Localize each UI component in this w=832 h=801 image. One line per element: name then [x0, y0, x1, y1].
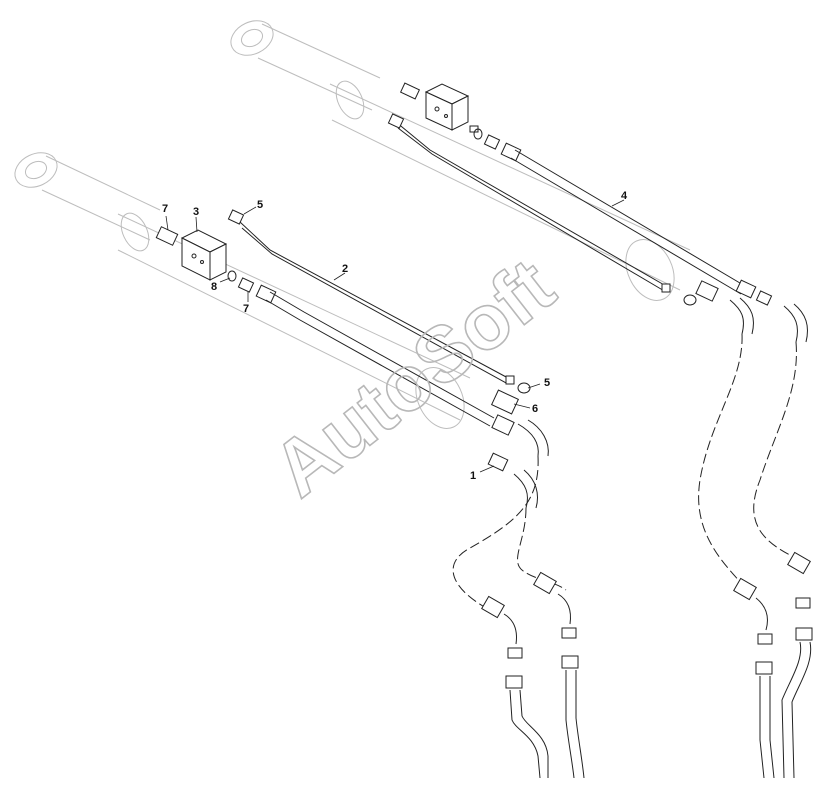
callout-6: 6 [532, 403, 538, 415]
callout-5-upper: 5 [257, 199, 263, 211]
lower-cylinder [14, 152, 471, 429]
upper-assembly [387, 82, 808, 343]
callout-3: 3 [193, 206, 199, 218]
callout-8: 7 [243, 303, 249, 315]
callout-9: 8 [211, 281, 217, 293]
callout-5-lower: 5 [544, 377, 550, 389]
upper-hoses [698, 333, 797, 587]
lower-hoses [452, 455, 567, 611]
leader-lines [165, 199, 625, 473]
callout-1: 1 [470, 470, 476, 482]
lower-assembly [155, 209, 549, 509]
upper-hose-ends [733, 551, 813, 779]
watermark: AutoSoft [256, 241, 570, 513]
lower-hose-ends [481, 571, 585, 779]
upper-cylinder [230, 20, 691, 301]
callouts: 4 2 3 7 5 8 7 5 6 1 [162, 190, 628, 482]
callout-2: 2 [342, 263, 348, 275]
callout-4: 4 [621, 190, 628, 202]
callout-7: 7 [162, 203, 168, 215]
